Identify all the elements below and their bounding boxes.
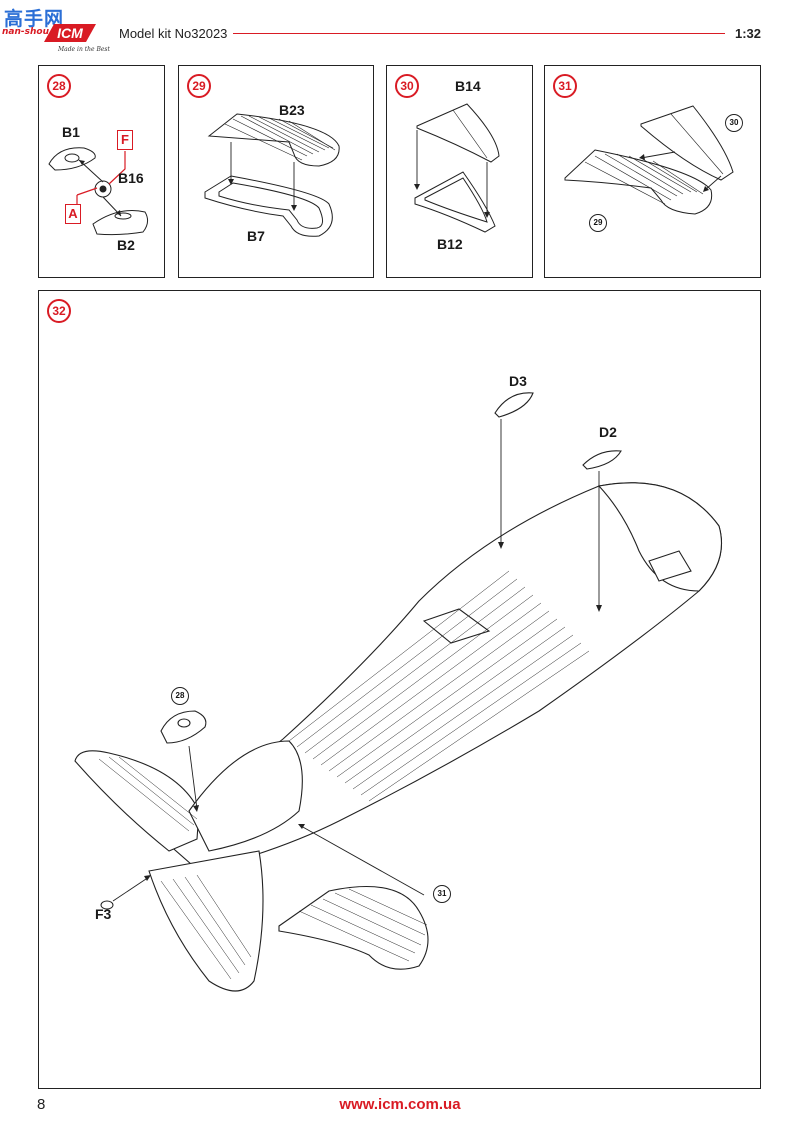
watermark-text: 高手网 xyxy=(4,8,65,30)
kit-title: Model kit No32023 xyxy=(119,26,228,41)
marker-f: F xyxy=(117,130,133,150)
icm-logo-icon: ICM xyxy=(44,24,96,42)
step-30-panel: 30 B14 B12 xyxy=(386,65,533,278)
step-32-panel: 32 xyxy=(38,290,761,1089)
step-31-drawing xyxy=(564,105,734,215)
step-28-badge: 28 xyxy=(47,74,71,98)
page-number: 8 xyxy=(37,1096,46,1113)
step-31-badge: 31 xyxy=(553,74,577,98)
part-d3-label: D3 xyxy=(509,373,527,389)
step-28-panel: 28 B1 B16 B2 F A xyxy=(38,65,165,278)
step-31-panel: 31 30 29 xyxy=(544,65,761,278)
page-header: 高手网 nan-shou.com ICM Made in the Best Mo… xyxy=(0,0,800,60)
step-32-drawing xyxy=(74,392,723,992)
marker-a: A xyxy=(65,204,81,224)
header-rule xyxy=(233,33,725,34)
watermark-url: nan-shou.com xyxy=(2,27,74,37)
step-29-panel: 29 B23 B7 xyxy=(178,65,374,278)
scale-label: 1:32 xyxy=(735,26,762,41)
ref-step-28: 28 xyxy=(171,687,189,705)
ref-step-31: 31 xyxy=(433,885,451,903)
part-b1-label: B1 xyxy=(62,124,80,140)
step-29-badge: 29 xyxy=(187,74,211,98)
logo-tagline: Made in the Best xyxy=(58,46,110,53)
part-b16-label: B16 xyxy=(118,170,144,186)
footer-website-link[interactable]: www.icm.com.ua xyxy=(339,1096,461,1113)
step-30-drawing xyxy=(414,103,500,233)
logo-brand: ICM xyxy=(57,25,83,41)
part-d2-label: D2 xyxy=(599,424,617,440)
part-b7-label: B7 xyxy=(247,228,265,244)
step-29-drawing xyxy=(204,113,340,237)
part-f3-label: F3 xyxy=(95,906,112,922)
ref-step-29: 29 xyxy=(589,214,607,232)
part-b2-label: B2 xyxy=(117,237,135,253)
step-30-badge: 30 xyxy=(395,74,419,98)
step-28-drawing xyxy=(48,147,149,236)
step-32-badge: 32 xyxy=(47,299,71,323)
ref-step-30: 30 xyxy=(725,114,743,132)
part-b12-label: B12 xyxy=(437,236,463,252)
part-b14-label: B14 xyxy=(455,78,481,94)
part-b23-label: B23 xyxy=(279,102,305,118)
